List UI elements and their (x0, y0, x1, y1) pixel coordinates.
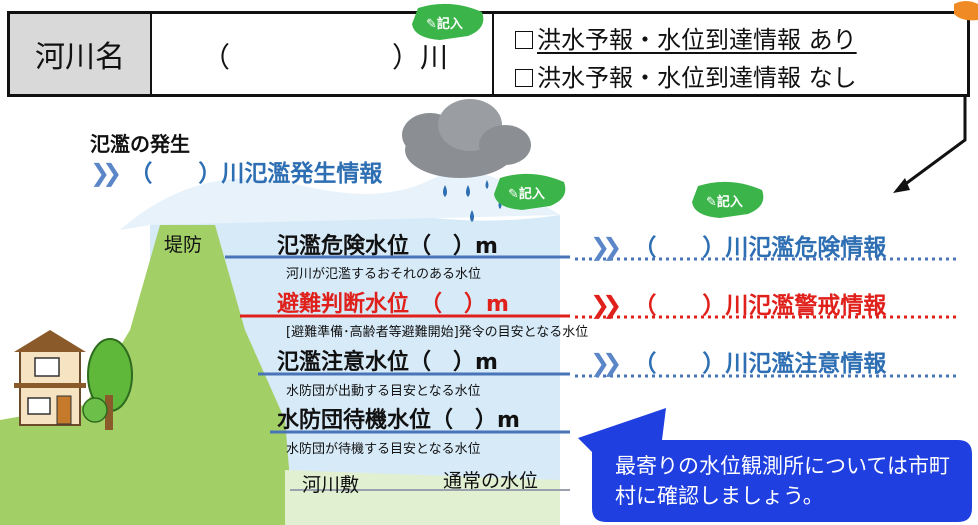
callout-bubble (578, 408, 972, 522)
flood-occurrence-row: ❯❯ （ ）川氾濫発生情報 (90, 154, 382, 188)
river-name-paren-open: （ (202, 41, 231, 74)
river-name-table: 河川名 （ ）川 洪水予報・水位到達情報 あり 洪水予報・水位到達情報 なし (7, 11, 970, 97)
double-chevron-icon: ❯❯ (590, 291, 622, 319)
flood-occurrence-info: （ ）川氾濫発生情報 (129, 161, 383, 187)
double-chevron-icon: ❯❯ (590, 233, 622, 261)
rain-cloud (402, 99, 531, 222)
svg-text:✎記入: ✎記入 (706, 194, 743, 210)
svg-text:✎記入: ✎記入 (508, 186, 545, 202)
caution-info-row: ❯❯ （ ）川氾濫注意情報 (590, 349, 887, 377)
double-chevron-icon: ❯❯ (90, 159, 122, 187)
fill-in-badge: ✎記入 (692, 181, 764, 218)
riverbed-ground (285, 470, 560, 525)
tree-icon (82, 338, 133, 430)
river-name-field[interactable]: （ ）川 (152, 14, 494, 94)
option-forecast-no[interactable]: 洪水予報・水位到達情報 なし (515, 58, 857, 93)
river-name-paren-close: ）川 (392, 41, 449, 74)
svg-text:✎記入: ✎記入 (426, 16, 463, 32)
house-icon (14, 330, 86, 426)
level-caution-name: 氾濫注意水位（ ）m (277, 350, 498, 375)
callout-text: 最寄りの水位観測所については市町村に確認しましょう。 (615, 454, 950, 508)
level-evacuation-name: 避難判断水位 （ ）m (277, 292, 509, 317)
option-forecast-yes[interactable]: 洪水予報・水位到達情報 あり (515, 20, 857, 55)
levee-label: 堤防 (164, 234, 203, 256)
riverbed-label: 河川敷 (302, 474, 360, 496)
pencil-icon (954, 1, 978, 21)
double-chevron-icon: ❯❯ (590, 349, 622, 377)
level-standby-desc: 水防団が待機する目安となる水位 (286, 442, 481, 457)
warning-info-row: ❯❯ （ ）川氾濫警戒情報 (590, 291, 887, 319)
fill-in-badge: ✎記入 (494, 173, 566, 210)
flood-occurrence-title: 氾濫の発生 (90, 132, 190, 156)
normal-level-label: 通常の水位 (443, 470, 539, 492)
danger-info-row: ❯❯ （ ）川氾濫危険情報 (590, 233, 887, 261)
river-name-label: 河川名 (10, 14, 152, 94)
level-danger-name: 氾濫危険水位（ ）m (277, 234, 498, 259)
checkbox-yes[interactable] (515, 31, 533, 49)
checkbox-no[interactable] (515, 69, 533, 87)
fill-in-badge: ✎記入 (412, 3, 484, 41)
wave-crest (120, 172, 560, 230)
level-standby-name: 水防団待機水位（ ）m (277, 408, 520, 433)
level-evacuation-desc: [避難準備･高齢者等避難開始]発令の目安となる水位 (286, 325, 589, 340)
level-caution-desc: 水防団が出動する目安となる水位 (286, 384, 481, 399)
level-danger-desc: 河川が氾濫するおそれのある水位 (286, 267, 482, 282)
levee (0, 225, 390, 525)
